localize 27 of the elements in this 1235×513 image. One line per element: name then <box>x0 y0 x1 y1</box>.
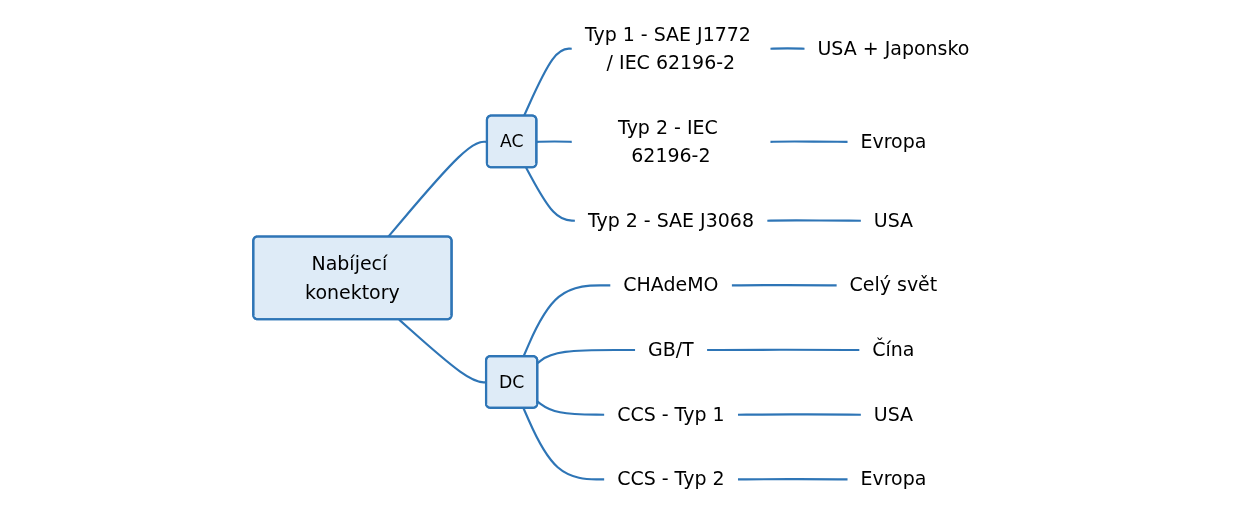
node-text: USA <box>873 403 913 426</box>
connector <box>536 140 572 143</box>
node-text: Evropa <box>860 130 927 153</box>
node-text: CCS - Typ 1 <box>616 403 725 426</box>
connector <box>737 413 861 416</box>
connector <box>767 219 861 222</box>
node-text: USA <box>873 209 913 232</box>
node-text: Celý svět <box>849 274 937 296</box>
node-text: USA + Japonsko <box>817 37 970 60</box>
connector <box>770 140 848 143</box>
connector <box>737 478 848 481</box>
connector <box>706 348 860 352</box>
connector <box>522 284 611 357</box>
node-text: Čína <box>872 338 915 361</box>
node-text: Evropa <box>860 468 927 490</box>
connector <box>524 167 576 222</box>
connector <box>770 47 805 50</box>
connector <box>731 284 837 287</box>
connector <box>536 400 605 416</box>
node-text: Typ 1 - SAE J1772 / IEC 62196-2 <box>584 23 751 74</box>
node-text: Typ 2 - SAE J3068 <box>587 209 754 232</box>
connector <box>522 407 605 481</box>
connector <box>536 348 636 364</box>
node-text: GB/T <box>647 338 694 361</box>
node-text: CCS - Typ 2 <box>616 468 725 490</box>
node-text: Typ 2 - IEC 62196-2 <box>617 116 718 167</box>
node-text: CHAdeMO <box>623 274 719 296</box>
